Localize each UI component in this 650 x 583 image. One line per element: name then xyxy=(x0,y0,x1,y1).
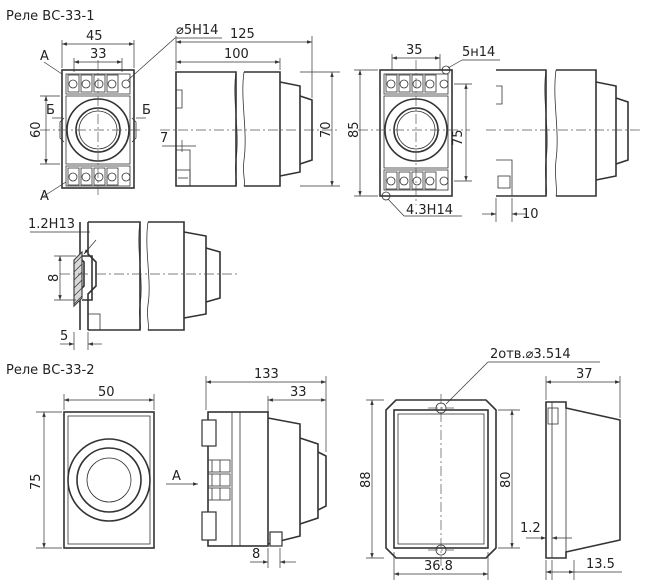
relay1-side-view xyxy=(160,36,340,187)
relay2-arrow-a: А xyxy=(172,469,181,484)
relay1-dim-100: 100 xyxy=(224,47,249,62)
relay1-side-view-2 xyxy=(482,69,640,222)
relay1-label-b-right: Б xyxy=(142,103,151,118)
relay1-rail-dim-5: 5 xyxy=(60,329,68,344)
relay2-front-view xyxy=(36,394,198,549)
relay1-hole3-label: 4.3H14 xyxy=(406,203,453,218)
relay1-hole2-label: 5н14 xyxy=(462,45,495,60)
title-relay-2: Реле ВС-33-2 xyxy=(6,363,94,378)
relay1-front-view xyxy=(40,37,222,197)
relay2-dim-1-2: 1.2 xyxy=(520,521,541,536)
relay1-hole-label: ⌀5H14 xyxy=(176,23,218,38)
relay2-dim-133: 133 xyxy=(254,367,279,382)
relay2-profile-view xyxy=(526,376,622,580)
relay1-label-b-left: Б xyxy=(46,103,55,118)
relay2-holes-label: 2отв.⌀3.514 xyxy=(490,347,571,362)
relay2-dim-37: 37 xyxy=(576,367,593,382)
title-relay-1: Реле ВС-33-1 xyxy=(6,9,94,24)
relay1-front-view-2 xyxy=(354,54,500,217)
relay2-dim-36-8: 36.8 xyxy=(424,559,453,574)
relay1-label-a-top: А xyxy=(40,49,49,64)
relay1-rail-label: 1.2H13 xyxy=(28,217,75,232)
relay2-dim-75: 75 xyxy=(29,473,44,490)
relay2-dim-13-5: 13.5 xyxy=(586,557,615,572)
relay1-dim-125: 125 xyxy=(230,27,255,42)
relay2-dim-8: 8 xyxy=(252,547,260,562)
relay1-dim-60: 60 xyxy=(29,121,44,138)
relay1-dim-45: 45 xyxy=(86,29,103,44)
relay2-dim-88: 88 xyxy=(359,471,374,488)
relay1-dim-75: 75 xyxy=(451,129,466,146)
relay1-rail-dim-8: 8 xyxy=(47,274,62,282)
relay1-dim-70: 70 xyxy=(319,121,334,138)
relay2-dim-50: 50 xyxy=(98,385,115,400)
relay2-dim-80: 80 xyxy=(499,471,514,488)
relay2-back-view xyxy=(366,361,600,580)
relay2-side-view xyxy=(201,376,327,568)
relay1-dim-35: 35 xyxy=(406,43,423,58)
relay1-label-a-bottom: А xyxy=(40,189,49,204)
relay1-dim-85: 85 xyxy=(347,121,362,138)
relay2-dim-33: 33 xyxy=(290,385,307,400)
relay1-dim-7: 7 xyxy=(160,131,168,146)
relay1-dim-10: 10 xyxy=(522,207,539,222)
relay1-rail-mount-view xyxy=(30,221,240,350)
relay1-dim-33: 33 xyxy=(90,47,107,62)
